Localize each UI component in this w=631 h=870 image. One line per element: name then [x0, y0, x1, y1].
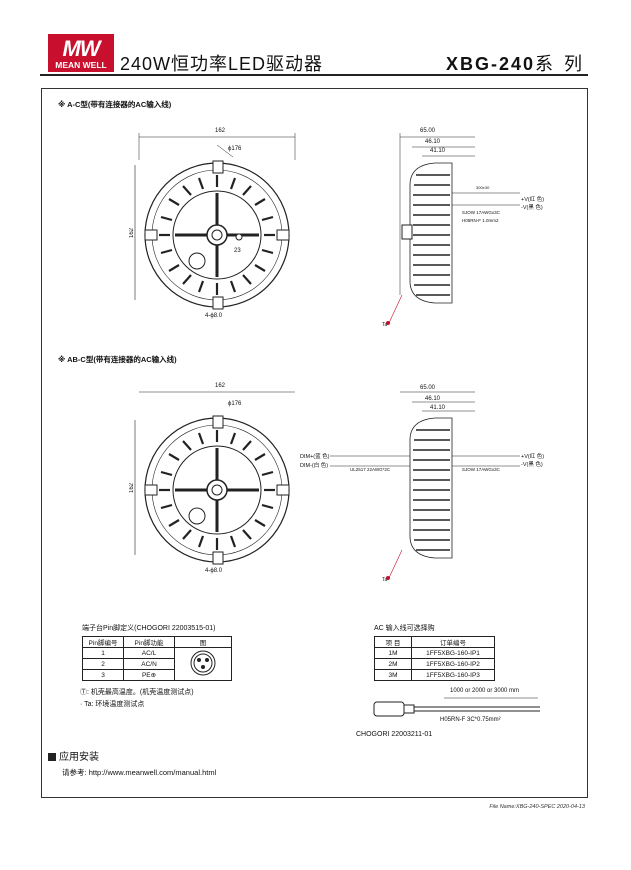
table-cell: 1FF5XBG-160-IP2 — [411, 658, 495, 670]
table-cell: 1M — [374, 647, 412, 659]
dim-height-bottom: 162 — [129, 483, 135, 494]
logo-text: MEAN WELL — [55, 60, 107, 70]
side-view-bottom — [330, 391, 520, 580]
header-divider — [40, 74, 588, 76]
table-cell: 1 — [82, 647, 124, 659]
dim-cable-spec: UL2517 22AWG*2C — [350, 467, 391, 472]
dim-65-bottom: 65.00 — [420, 385, 436, 391]
table-row: 3M 1FF5XBG-160-IP3 — [374, 669, 495, 681]
order-table: 项 目 订单编号 1M 1FF5XBG-160-IP1 2M 1FF5XBG-1… — [374, 636, 495, 681]
cable-length-options: 1000 or 2000 or 3000 mm — [450, 688, 520, 694]
holes-label-top: 4-ϕ8.0 — [205, 313, 223, 319]
logo-mark: MW — [62, 36, 100, 61]
table-cell: 3 — [82, 669, 124, 681]
manual-link[interactable]: http://www.meanwell.com/manual.html — [88, 768, 217, 777]
dim-width-top: 162 — [215, 128, 226, 134]
cable-connector-model: CHOGORI 22003211-01 — [356, 731, 433, 738]
dim-46-bottom: 46.10 — [425, 396, 441, 402]
cable-spec-bottom: SJOW 17AWGx3C — [462, 467, 500, 472]
table-cell: AC/N — [123, 658, 175, 670]
cable-length-top: 300±30 — [476, 185, 490, 190]
ac-cable-drawing — [373, 697, 540, 717]
connector-pin-icon — [190, 650, 216, 676]
dim-41-top: 41.10 — [430, 148, 446, 154]
table-cell: 1FF5XBG-160-IP3 — [411, 669, 495, 681]
vplus-top: +V(红 色) — [521, 197, 545, 203]
table-cell: 2M — [374, 658, 412, 670]
pin-table-title: 端子台Pin脚定义(CHOGORI 22003515-01) — [82, 625, 216, 632]
dim-height-top: 162 — [129, 228, 135, 239]
abc-type-heading: ※ AB-C型(带有连接器的AC输入线) — [58, 355, 177, 364]
table-row: 1M 1FF5XBG-160-IP1 — [374, 647, 495, 659]
table-cell: AC/L — [123, 647, 175, 659]
dim-width-bottom: 162 — [215, 383, 226, 389]
file-name-footer: File Name:XBG-240-SPEC 2020-04-13 — [489, 804, 585, 810]
holes-label-bottom: 4-ϕ8.0 — [205, 568, 223, 574]
ta-note: · Ta: 环境温度测试点 — [80, 701, 145, 708]
install-heading: 应用安装 — [48, 748, 99, 763]
front-view-bottom — [134, 391, 295, 565]
vminus-top: -V(黑 色) — [521, 205, 543, 211]
cable-type-spec: H05RN-F 3C*0.75mm² — [440, 717, 501, 723]
front-view-top — [134, 133, 296, 310]
order-table-header-cell: 项 目 — [374, 636, 412, 648]
page-title: 240W恒功率LED驱动器 — [120, 54, 324, 74]
order-table-title: AC 输入线可选择购 — [374, 625, 435, 632]
table-cell: 2 — [82, 658, 124, 670]
pin-table-header-cell: Pin脚编号 — [82, 636, 124, 648]
install-reference: 请参考: http://www.meanwell.com/manual.html — [62, 767, 216, 778]
cable-spec-top: SJOW 17AWGx3C — [462, 210, 500, 215]
dim-plus-label: DIM+(蓝 色) — [300, 454, 330, 460]
table-cell: 1FF5XBG-160-IP1 — [411, 647, 495, 659]
vminus-bottom: -V(黑 色) — [521, 462, 543, 468]
tc-note: Ⓣ: 机壳最高温度。(机壳温度测试点) — [80, 689, 194, 696]
table-cell: 3M — [374, 669, 412, 681]
table-row: 1 AC/L — [82, 647, 232, 681]
square-bullet-icon — [48, 753, 56, 761]
ref-label: 请参考: — [62, 768, 87, 777]
pin-table: Pin脚编号 Pin脚功能 图 1 AC/L 2 AC/N 3 PE⊕ — [82, 636, 232, 681]
table-row: 2M 1FF5XBG-160-IP2 — [374, 658, 495, 670]
pin-table-header: Pin脚编号 Pin脚功能 图 — [82, 636, 232, 648]
tc-dist-top: 23 — [234, 248, 241, 254]
cable-spec2-top: H05RN-F 1.0mm2 — [462, 218, 499, 223]
connector-icon-cell — [174, 647, 232, 681]
ta-label-bottom: Ta — [382, 577, 388, 583]
dia-label-top: ϕ176 — [228, 146, 242, 152]
table-row: 3 PE⊕ — [82, 669, 232, 681]
ac-type-heading: ※ A-C型(带有连接器的AC输入线) — [58, 100, 172, 109]
dia-label-bottom: ϕ176 — [228, 401, 242, 407]
model-name: XBG-240系 列 — [445, 54, 585, 74]
dim-minus-label: DIM-(白 色) — [300, 463, 329, 469]
drawing-frame — [41, 88, 588, 798]
dim-65-top: 65.00 — [420, 128, 436, 134]
side-view-top — [386, 133, 520, 325]
pin-table-header-cell: 图 — [174, 636, 232, 648]
pin-table-header-cell: Pin脚功能 — [123, 636, 175, 648]
dim-41-bottom: 41.10 — [430, 405, 446, 411]
table-cell: PE⊕ — [123, 669, 175, 681]
vplus-bottom: +V(红 色) — [521, 454, 545, 460]
meanwell-logo: MW MEAN WELL — [48, 34, 114, 72]
ta-label-top: Ta — [382, 322, 388, 328]
order-table-header-cell: 订单编号 — [411, 636, 495, 648]
dim-46-top: 46.10 — [425, 139, 441, 145]
order-table-header: 项 目 订单编号 — [374, 636, 495, 648]
